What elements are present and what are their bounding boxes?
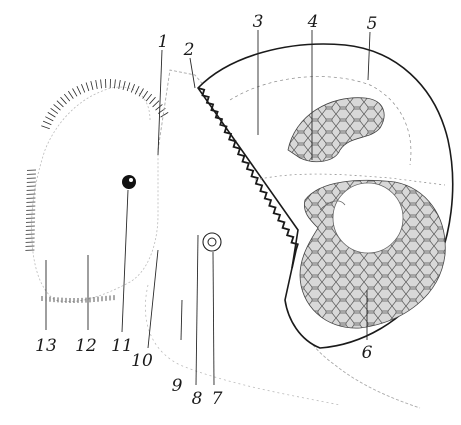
label-8: 8 bbox=[192, 389, 203, 409]
statocyst-inner bbox=[208, 238, 216, 246]
label-3: 3 bbox=[253, 12, 264, 32]
label-2: 2 bbox=[183, 40, 195, 60]
label-1: 1 bbox=[158, 32, 169, 52]
statocyst-outer bbox=[203, 233, 221, 251]
label-6: 6 bbox=[362, 343, 373, 363]
label-4: 4 bbox=[307, 12, 319, 32]
label-7: 7 bbox=[212, 389, 223, 409]
label-11: 11 bbox=[111, 336, 133, 356]
label-13: 13 bbox=[35, 336, 57, 356]
label-10: 10 bbox=[131, 351, 153, 371]
eye-highlight bbox=[129, 178, 133, 182]
clear-vacuole bbox=[333, 183, 403, 253]
cilia-fringe bbox=[25, 79, 168, 303]
label-9: 9 bbox=[172, 376, 183, 396]
eye-spot bbox=[122, 175, 136, 189]
label-5: 5 bbox=[367, 14, 378, 34]
label-12: 12 bbox=[75, 336, 97, 356]
